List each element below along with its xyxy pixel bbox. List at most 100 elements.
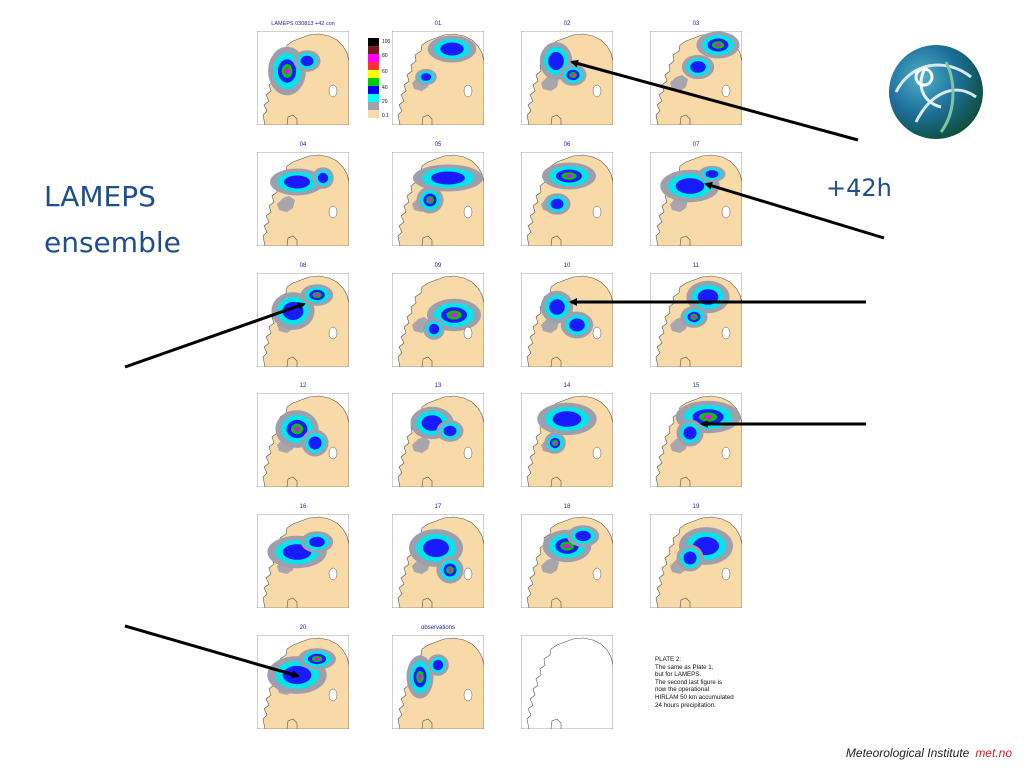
precip-map — [257, 514, 349, 608]
legend-value: 60 — [382, 69, 388, 75]
precip-area — [317, 172, 329, 184]
precip-area — [412, 437, 430, 453]
precip-area — [420, 73, 432, 81]
precip-area — [431, 171, 465, 185]
lake — [328, 326, 338, 340]
precip-area — [575, 530, 591, 542]
panel-member-14: 14 — [521, 380, 637, 490]
land-outline — [550, 718, 562, 729]
lake — [592, 326, 602, 340]
panel-label: 16 — [299, 504, 307, 510]
legend-value: 100 — [382, 39, 391, 45]
lake — [592, 446, 602, 460]
institute-logo-icon — [889, 45, 983, 139]
precip-area — [675, 178, 705, 194]
legend-swatch — [368, 110, 379, 118]
precip-map — [521, 393, 613, 487]
panel-label: 15 — [692, 383, 700, 389]
precip-area — [428, 198, 432, 202]
precip-area — [294, 426, 300, 432]
precip-area — [428, 323, 440, 335]
land-outline — [421, 597, 433, 608]
panel-label: 04 — [299, 142, 307, 148]
side-title: LAMEPS ensemble — [44, 174, 181, 266]
precip-area — [450, 312, 458, 318]
precip-area — [552, 411, 582, 427]
side-title-line1: LAMEPS — [44, 180, 156, 213]
precip-map — [257, 152, 349, 246]
lake — [592, 205, 602, 219]
legend-value: 40 — [382, 85, 388, 91]
panel-label: 07 — [692, 142, 700, 148]
lake — [463, 326, 473, 340]
legend-swatch — [368, 86, 379, 94]
lake — [463, 567, 473, 581]
caption-line: The second last figure is — [655, 678, 723, 686]
legend-swatch — [368, 46, 379, 54]
panel-label: 08 — [299, 263, 307, 269]
lake — [721, 205, 731, 219]
lake — [328, 446, 338, 460]
precip-area — [683, 426, 697, 440]
precip-map — [257, 273, 349, 367]
forecast-hour-label: +42h — [826, 174, 892, 202]
panel-label: 13 — [434, 383, 442, 389]
precip-map — [650, 152, 742, 246]
land-outline — [550, 235, 562, 246]
precip-area — [308, 436, 322, 450]
precip-area — [284, 175, 310, 189]
precip-area — [553, 441, 557, 445]
precip-area — [548, 51, 564, 71]
caption-line: now the operational — [655, 686, 710, 694]
panel-member-18: 18 — [521, 501, 637, 611]
precip-area — [314, 293, 320, 297]
footer-institute: Meteorological Institute — [845, 746, 970, 760]
panel-member-12: 12 — [257, 380, 373, 490]
precip-area — [549, 299, 565, 315]
precip-map — [257, 31, 349, 125]
panel-label: 14 — [563, 383, 571, 389]
caption-line: PLATE 2: — [655, 656, 682, 663]
precip-area — [282, 301, 304, 321]
land-outline — [421, 718, 433, 729]
precip-area — [443, 425, 457, 437]
precip-area — [282, 665, 312, 685]
panel-member-17: 17 — [392, 501, 508, 611]
panel-member-16: 16 — [257, 501, 373, 611]
land-outline — [286, 476, 298, 487]
panel-label: 19 — [692, 504, 700, 510]
legend-value: 0.1 — [382, 113, 389, 119]
precip-area — [421, 415, 443, 431]
panel-label: observations — [420, 625, 456, 631]
precip-map — [521, 31, 613, 125]
panel-member-20: 20 — [257, 622, 373, 732]
precip-map — [650, 514, 742, 608]
precip-area — [563, 543, 571, 549]
panel-label: 10 — [563, 263, 571, 269]
lake — [721, 84, 731, 98]
precip-area — [715, 43, 721, 47]
precip-map — [650, 31, 742, 125]
land-outline — [550, 476, 562, 487]
precip-area — [300, 55, 314, 67]
legend-swatch — [368, 70, 379, 78]
lake — [592, 567, 602, 581]
caption-line: but for LAMEPS. — [655, 671, 702, 679]
lake — [328, 205, 338, 219]
lake — [463, 84, 473, 98]
lake — [592, 84, 602, 98]
panel-label — [521, 622, 613, 634]
precip-map — [521, 635, 613, 729]
panel-label: 05 — [434, 142, 442, 148]
land-outline — [550, 597, 562, 608]
precip-map — [392, 31, 484, 125]
panel-outline-map — [521, 622, 637, 732]
panel-member-19: 19 — [650, 501, 766, 611]
precip-area — [314, 657, 320, 661]
panel-member-05: 05 — [392, 139, 508, 249]
precip-area — [565, 174, 573, 178]
lake — [463, 446, 473, 460]
precip-map — [521, 273, 613, 367]
precip-map — [392, 393, 484, 487]
